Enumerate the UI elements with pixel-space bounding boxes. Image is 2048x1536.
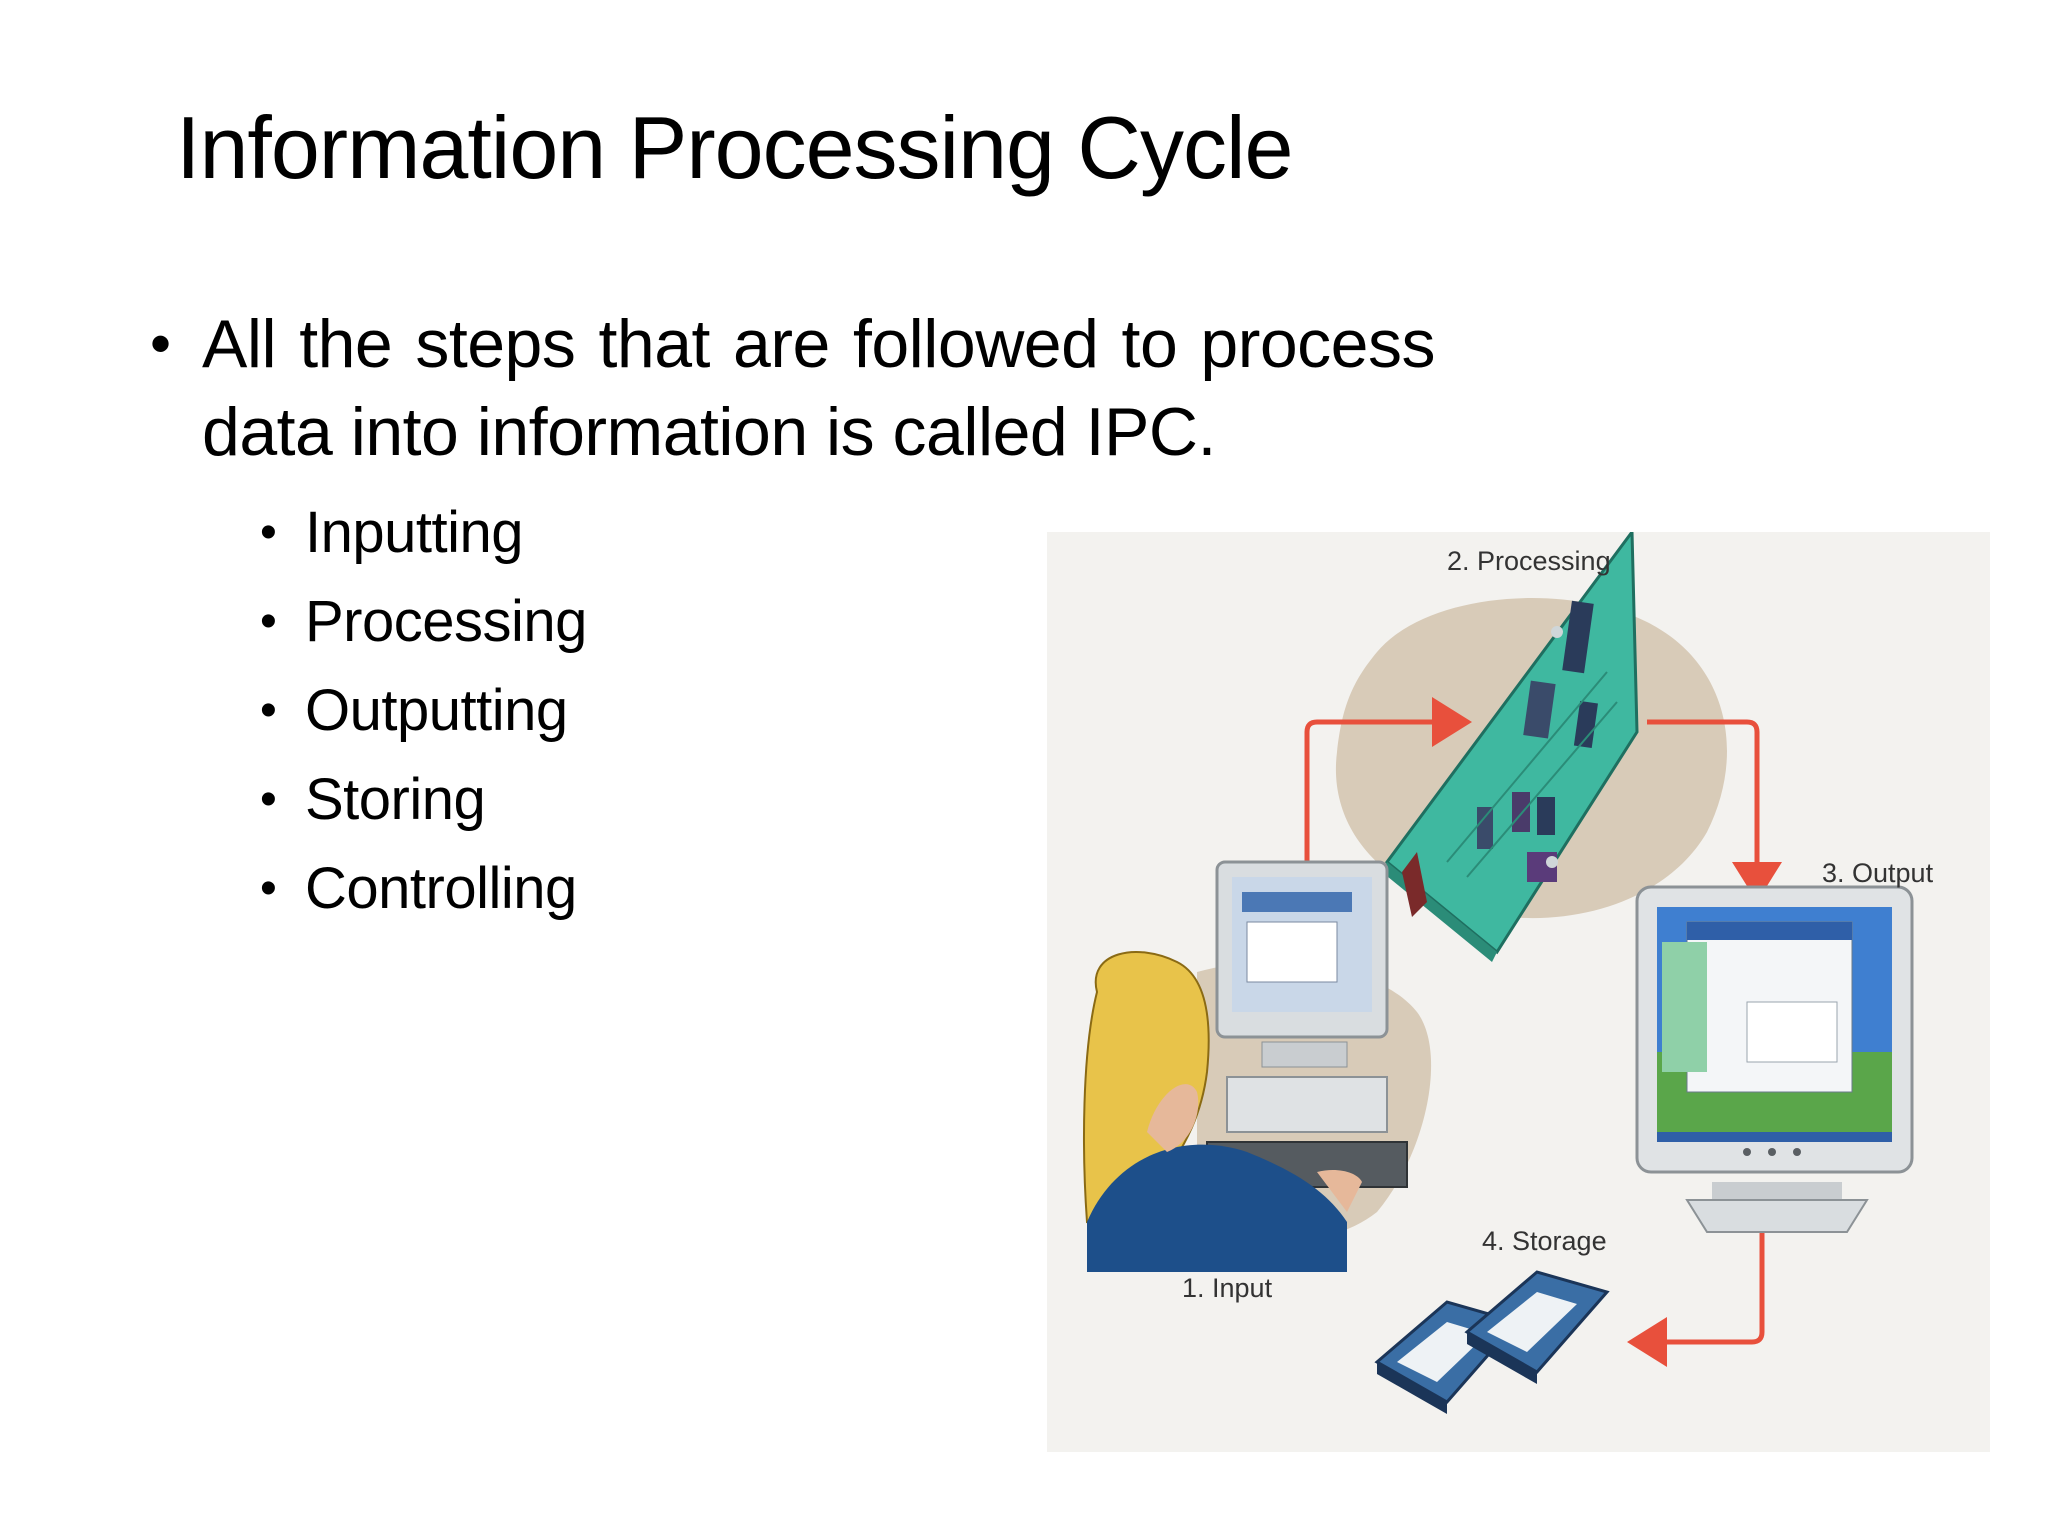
sub-bullet-storing: Storing [260, 755, 1435, 844]
slide-body: All the steps that are followed to proce… [150, 300, 1436, 933]
arrow-processing-to-output [1647, 719, 1782, 902]
sub-bullet-controlling: Controlling [260, 844, 1435, 933]
slide-title: Information Processing Cycle [176, 98, 1293, 197]
circuit-board-icon [1382, 532, 1639, 962]
ipc-illustration: 2. Processing 3. Output 4. Storage 1. In… [1047, 532, 1990, 1452]
ipc-diagram: 2. Processing 3. Output 4. Storage 1. In… [1083, 532, 1934, 1414]
label-output: 3. Output [1822, 858, 1934, 888]
arrow-input-to-processing [1304, 697, 1472, 892]
output-monitor-icon [1635, 885, 1914, 1233]
person-at-computer-icon [1083, 951, 1362, 1272]
sub-bullet-inputting: Inputting [260, 488, 1435, 577]
sub-bullet-list: Inputting Processing Outputting Storing … [150, 488, 1435, 933]
sub-bullet-outputting: Outputting [260, 666, 1435, 755]
main-bullet: All the steps that are followed to proce… [150, 300, 1436, 476]
label-storage: 4. Storage [1482, 1226, 1607, 1256]
disk-drive-icon [1374, 1270, 1610, 1414]
sub-bullet-processing: Processing [260, 577, 1435, 666]
label-input: 1. Input [1182, 1273, 1273, 1303]
label-processing: 2. Processing [1447, 546, 1611, 576]
arrow-output-to-storage [1627, 1222, 1765, 1367]
input-monitor-icon [1206, 860, 1408, 1188]
